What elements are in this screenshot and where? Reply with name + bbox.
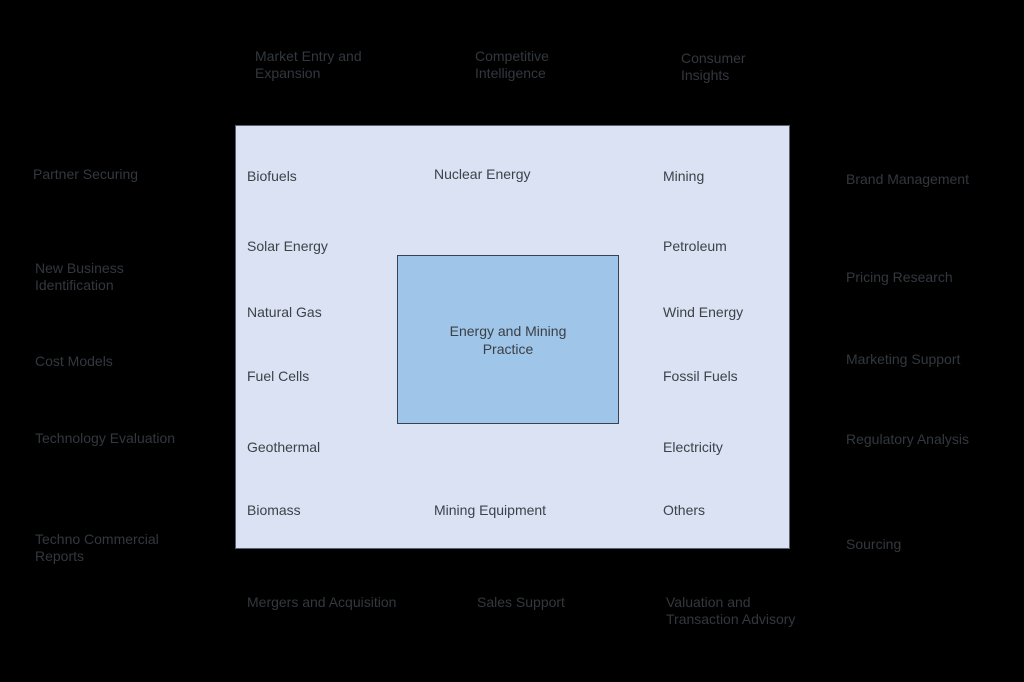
label-wind-energy: Wind Energy bbox=[663, 304, 744, 320]
label-pricing-research: Pricing Research bbox=[846, 269, 953, 285]
label-mining-equipment: Mining Equipment bbox=[434, 502, 547, 518]
label-brand-management: Brand Management bbox=[846, 171, 969, 187]
label-techno-commercial-reports: Techno Commercial Reports bbox=[35, 531, 159, 564]
label-electricity: Electricity bbox=[663, 439, 723, 455]
label-sales-support: Sales Support bbox=[477, 594, 565, 610]
label-geothermal: Geothermal bbox=[247, 439, 321, 455]
label-petroleum: Petroleum bbox=[663, 238, 727, 254]
label-natural-gas: Natural Gas bbox=[247, 304, 322, 320]
label-valuation-transaction-advisory: Valuation and Transaction Advisory bbox=[666, 594, 796, 627]
label-regulatory-analysis: Regulatory Analysis bbox=[846, 431, 969, 447]
label-cost-models: Cost Models bbox=[35, 353, 113, 369]
label-marketing-support: Marketing Support bbox=[846, 351, 961, 367]
label-technology-evaluation: Technology Evaluation bbox=[35, 430, 176, 446]
label-consumer-insights: Consumer Insights bbox=[681, 50, 746, 83]
center-practice-label: Energy and Mining Practice bbox=[449, 322, 567, 357]
label-biomass: Biomass bbox=[247, 502, 301, 518]
label-mining: Mining bbox=[663, 168, 705, 184]
label-partner-securing: Partner Securing bbox=[33, 166, 139, 182]
label-fuel-cells: Fuel Cells bbox=[247, 368, 310, 384]
label-market-entry-expansion: Market Entry and Expansion bbox=[255, 48, 362, 81]
label-new-business-identification: New Business Identification bbox=[35, 260, 124, 293]
label-others: Others bbox=[663, 502, 706, 518]
label-mergers-and-acquisition: Mergers and Acquisition bbox=[247, 594, 397, 610]
label-sourcing: Sourcing bbox=[846, 536, 902, 552]
label-nuclear-energy: Nuclear Energy bbox=[434, 166, 531, 182]
label-competitive-intelligence: Competitive Intelligence bbox=[475, 48, 549, 81]
label-fossil-fuels: Fossil Fuels bbox=[663, 368, 738, 384]
label-biofuels: Biofuels bbox=[247, 168, 297, 184]
label-solar-energy: Solar Energy bbox=[247, 238, 328, 254]
center-practice-box: Energy and Mining Practice bbox=[397, 255, 619, 424]
